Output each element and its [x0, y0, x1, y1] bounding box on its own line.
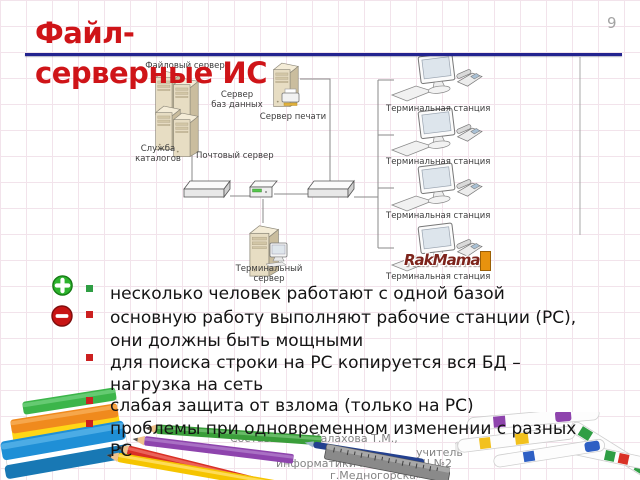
footer-credit-line: учитель	[416, 446, 463, 459]
bullet-text: слабая защита от взлома (только на РС)	[110, 396, 474, 416]
hub-left-icon	[183, 180, 231, 198]
label-db-server: Сервер	[220, 90, 254, 100]
label-db-server-2: баз данных	[211, 100, 263, 110]
label-terminal-station-4: Терминальная станция	[386, 272, 491, 282]
blue-book	[0, 420, 130, 479]
page-title-line1: Файл-	[35, 16, 135, 50]
terminal-station-icon-3	[391, 162, 484, 212]
slide-number-top: 9	[607, 14, 617, 32]
bullet-text: основную работу выполняют рабочие станци…	[110, 308, 577, 328]
terminal-station-icon-1	[391, 55, 484, 102]
label-mail-server: Почтовый сервер	[196, 151, 274, 161]
ruler	[324, 443, 450, 480]
label-terminal-station-3: Терминальная станция	[386, 211, 491, 221]
bullet-marker	[86, 311, 93, 318]
network-links	[191, 57, 581, 249]
hub-right-icon	[307, 180, 355, 198]
yellow-pencil	[106, 452, 300, 480]
print-server-icon	[273, 62, 300, 107]
books-clipart	[0, 387, 130, 479]
minus-icon	[51, 305, 73, 327]
label-terminal-station-2: Терминальная станция	[386, 157, 491, 167]
page-title-line2: серверные ИС	[35, 56, 267, 90]
bullet-text: проблемы при одновременном изменении с р…	[110, 419, 577, 439]
title-underline	[25, 53, 622, 56]
bullet-marker	[86, 420, 93, 427]
bullet-text: для поиска строки на РС копируется вся Б…	[110, 353, 521, 373]
watermark-text: RakMama	[404, 251, 480, 269]
label-file-server: Файловый сервер	[145, 61, 225, 71]
switch-icon	[249, 180, 278, 198]
label-terminal-station-1: Терминальная станция	[386, 104, 491, 114]
pencils-clipart	[106, 424, 450, 480]
label-terminal-server-2: сервер	[253, 274, 285, 284]
terminal-server-icon	[249, 225, 288, 277]
purple-pencil	[132, 435, 294, 464]
watermark-tag	[480, 250, 492, 271]
bullet-text: РС	[110, 441, 133, 461]
bullet-text: нагрузка на сеть	[110, 375, 264, 395]
terminal-station-icon-2	[391, 107, 484, 157]
bullet-text: несколько человек работают с одной базой	[110, 284, 505, 304]
pens-clipart	[455, 412, 640, 479]
label-directory-service: Служба	[140, 144, 176, 154]
bullet-text: они должны быть мощными	[110, 331, 364, 351]
yellow-pen	[455, 425, 576, 453]
network-diagram	[155, 55, 581, 277]
purple-pen	[467, 412, 600, 431]
label-print-server: Сервер печати	[259, 112, 327, 122]
plus-icon	[52, 275, 73, 296]
bullet-marker	[86, 354, 93, 361]
green-pencil	[144, 424, 322, 446]
watermark: RakMama	[404, 250, 492, 271]
bullet-marker	[86, 397, 93, 404]
bullet-marker	[86, 285, 93, 292]
blue-pen-right	[493, 438, 606, 468]
label-directory-service-2: каталогов	[135, 154, 181, 164]
footer-credit-line: г.Медногорска»	[330, 469, 423, 480]
label-terminal-server: Терминальный	[235, 264, 303, 274]
